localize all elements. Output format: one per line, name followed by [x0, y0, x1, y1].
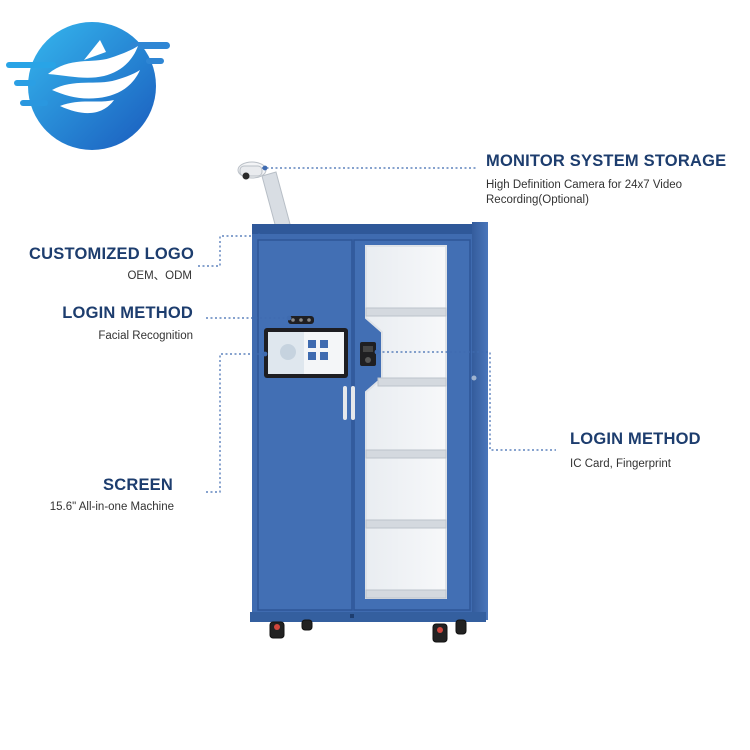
- door-handle-left: [343, 386, 347, 420]
- leader-lines: [198, 167, 556, 493]
- camera-arm: [237, 161, 291, 229]
- callout-login-card-title: LOGIN METHOD: [570, 430, 701, 448]
- card-reader: [360, 342, 376, 366]
- callout-monitor-desc-line1: High Definition Camera for 24x7 Video: [486, 179, 683, 191]
- callout-login-face-desc: Facial Recognition: [98, 330, 193, 342]
- callout-customized-logo-title: CUSTOMIZED LOGO: [29, 245, 194, 263]
- face-camera-strip: [288, 316, 314, 324]
- side-lock-icon: [471, 375, 477, 381]
- cabinet-shelves: [365, 307, 447, 599]
- door-handle-right: [351, 386, 355, 420]
- caster-wheels: [269, 619, 467, 643]
- callout-screen-title: SCREEN: [103, 476, 173, 494]
- touchscreen: [264, 328, 348, 378]
- callout-customized-logo-desc: OEM、ODM: [127, 270, 192, 282]
- callout-monitor-desc-line2: Recording(Optional): [486, 194, 589, 206]
- callout-monitor-title: MONITOR SYSTEM STORAGE: [486, 152, 727, 170]
- callout-login-card-desc: IC Card, Fingerprint: [570, 458, 671, 470]
- callout-screen-desc: 15.6" All-in-one Machine: [49, 501, 174, 513]
- callout-login-face-title: LOGIN METHOD: [62, 304, 193, 322]
- cabinet: [250, 222, 488, 622]
- brand-logo-icon: [6, 22, 170, 150]
- brand-logo: [0, 0, 200, 180]
- camera-lens-icon: [242, 172, 250, 180]
